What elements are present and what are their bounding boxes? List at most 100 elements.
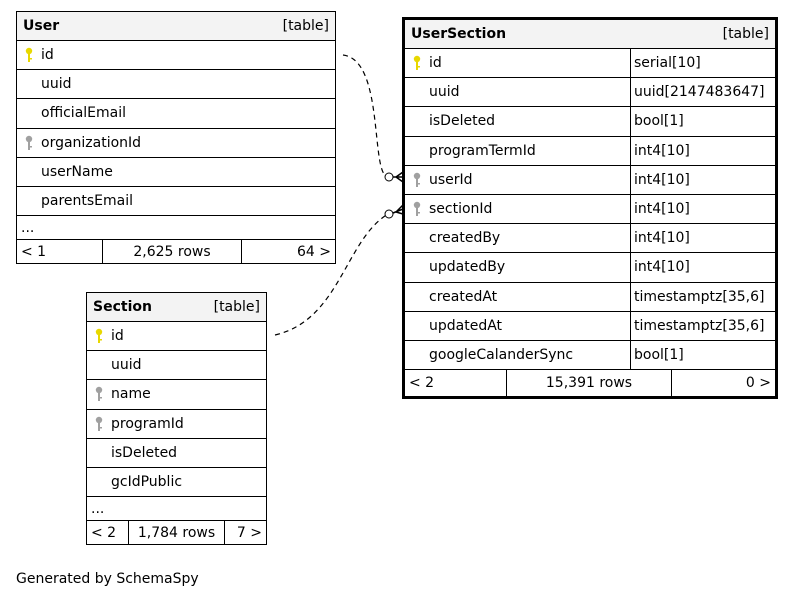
primary-key-icon xyxy=(413,55,421,71)
crowfoot-icon xyxy=(392,204,404,215)
column-row[interactable]: name xyxy=(87,380,266,410)
column-name: uuid xyxy=(41,76,72,93)
row-count: 2,625 rows xyxy=(103,240,242,264)
key-cell xyxy=(405,55,429,71)
column-row[interactable]: programId xyxy=(87,410,266,439)
column-name: createdAt xyxy=(429,288,498,305)
table-header: Section [table] xyxy=(87,293,266,322)
column-row[interactable]: parentsEmail xyxy=(17,187,335,217)
column-row[interactable]: uuid xyxy=(17,70,335,100)
foreign-key-icon xyxy=(413,201,421,217)
primary-key-icon xyxy=(25,47,33,63)
column-name: gcIdPublic xyxy=(111,474,183,491)
foreign-key-icon xyxy=(95,416,103,431)
column-row[interactable]: programTermId int4[10] xyxy=(405,136,775,166)
key-cell xyxy=(405,201,429,217)
primary-key-icon xyxy=(95,328,103,344)
table-name: Section xyxy=(93,299,152,315)
column-row[interactable]: isDeleted xyxy=(87,439,266,468)
more-columns: ... xyxy=(17,216,335,241)
table-name: UserSection xyxy=(411,26,507,42)
column-row[interactable]: id serial[10] xyxy=(405,49,775,79)
children-count[interactable]: 7 > xyxy=(236,524,262,541)
column-name: isDeleted xyxy=(429,113,496,130)
column-type: int4[10] xyxy=(630,136,775,165)
foreign-key-icon xyxy=(25,135,33,150)
key-cell xyxy=(87,328,111,344)
parents-count[interactable]: < 1 xyxy=(17,240,103,264)
column-name: programId xyxy=(111,415,184,432)
parents-count[interactable]: < 2 xyxy=(405,370,507,397)
foreign-key-icon xyxy=(95,387,103,402)
column-name: parentsEmail xyxy=(41,193,134,210)
column-name: userId xyxy=(429,171,473,188)
column-type: bool[1] xyxy=(630,340,775,370)
table-user[interactable]: User [table] id uuid officialEmail organiza… xyxy=(16,11,336,265)
key-cell xyxy=(87,416,111,432)
column-row[interactable]: createdBy int4[10] xyxy=(405,224,775,254)
column-name: createdBy xyxy=(429,230,501,247)
column-row[interactable]: gcIdPublic xyxy=(87,468,266,498)
column-name: googleCalanderSync xyxy=(429,346,574,363)
table-kind: [table] xyxy=(282,18,329,34)
table-header: User [table] xyxy=(17,12,335,41)
column-type: int4[10] xyxy=(630,224,775,253)
column-name: id xyxy=(429,55,442,72)
column-row[interactable]: sectionId int4[10] xyxy=(405,194,775,225)
row-count: 15,391 rows xyxy=(507,370,672,397)
key-cell xyxy=(87,386,111,402)
column-list: id uuid name programId isDeleted gcIdPublic xyxy=(87,322,266,498)
column-type: uuid[2147483647] xyxy=(630,78,775,107)
key-cell xyxy=(17,47,41,63)
column-type: bool[1] xyxy=(630,107,775,136)
column-row[interactable]: id xyxy=(17,41,335,71)
relation-end-circle xyxy=(384,209,394,219)
relation-section-id-to-usersection-sectionid xyxy=(274,213,389,336)
column-name: id xyxy=(111,328,124,345)
table-name: User xyxy=(23,18,60,34)
generated-by-label: Generated by SchemaSpy xyxy=(16,571,199,587)
row-count: 1,784 rows xyxy=(129,521,225,545)
column-name: uuid xyxy=(429,84,460,101)
column-list: id uuid officialEmail organizationId userNam… xyxy=(17,41,335,217)
column-type: timestamptz[35,6] xyxy=(630,311,775,340)
column-name: sectionId xyxy=(429,201,493,218)
column-type: serial[10] xyxy=(630,49,775,78)
column-name: uuid xyxy=(111,357,142,374)
column-row[interactable]: uuid uuid[2147483647] xyxy=(405,78,775,108)
column-type: int4[10] xyxy=(630,194,775,224)
children-count[interactable]: 0 > xyxy=(745,375,771,392)
relation-user-id-to-usersection-userid xyxy=(342,54,389,178)
parents-count[interactable]: < 2 xyxy=(87,521,129,545)
column-row[interactable]: officialEmail xyxy=(17,99,335,129)
more-columns: ... xyxy=(87,497,266,522)
table-section[interactable]: Section [table] id uuid name programId isDel… xyxy=(86,292,267,546)
crowfoot-icon xyxy=(393,171,404,183)
column-row[interactable]: uuid xyxy=(87,351,266,381)
children-count[interactable]: 64 > xyxy=(297,243,331,260)
column-row[interactable]: userName xyxy=(17,158,335,187)
column-row[interactable]: id xyxy=(87,322,266,352)
key-cell xyxy=(17,135,41,151)
table-footer: < 2 15,391 rows 0 > xyxy=(405,370,775,397)
foreign-key-icon xyxy=(413,172,421,187)
table-footer: < 2 1,784 rows 7 > xyxy=(87,521,266,545)
column-row[interactable]: isDeleted bool[1] xyxy=(405,107,775,137)
column-name: programTermId xyxy=(429,142,536,159)
table-header: UserSection [table] xyxy=(405,20,775,49)
column-name: organizationId xyxy=(41,134,142,151)
column-name: isDeleted xyxy=(111,444,178,461)
column-row[interactable]: organizationId xyxy=(17,129,335,158)
column-row[interactable]: googleCalanderSync bool[1] xyxy=(405,340,775,371)
table-footer: < 1 2,625 rows 64 > xyxy=(17,240,335,264)
table-kind: [table] xyxy=(213,299,260,315)
table-kind: [table] xyxy=(722,26,769,42)
key-cell xyxy=(405,172,429,188)
